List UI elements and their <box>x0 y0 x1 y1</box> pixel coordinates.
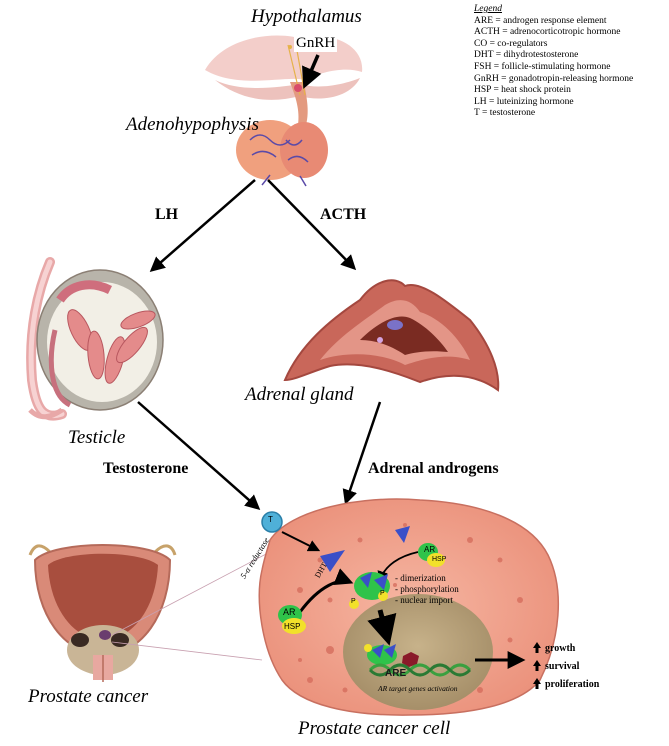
step-item: - nuclear import <box>395 595 453 605</box>
testosterone-arrow <box>137 401 261 510</box>
adrenal-gland-illustration <box>283 279 500 392</box>
lh-label: LH <box>155 206 179 223</box>
acth-label: ACTH <box>320 206 367 223</box>
zoom-line-top <box>111 552 269 636</box>
outcome-proliferation: proliferation <box>545 679 600 690</box>
step-item: - phosphorylation <box>395 584 459 594</box>
legend-item: HSP = heat shock protein <box>474 85 571 96</box>
step-item: - dimerization <box>395 573 446 583</box>
legend-item: FSH = follicle-stimulating hormone <box>474 61 611 72</box>
ar-label-1: AR <box>283 607 296 617</box>
prostate-cancer-cell-label: Prostate cancer cell <box>298 718 451 739</box>
are-label: ARE <box>385 668 407 679</box>
pituitary-illustration <box>205 35 363 187</box>
legend-title: Legend <box>474 4 502 14</box>
ar-label-2: AR <box>424 545 436 554</box>
prostate-cancer-label: Prostate cancer <box>28 686 149 707</box>
p-label-1: P <box>380 590 385 597</box>
testicle-illustration <box>26 257 164 421</box>
legend-item: T = testosterone <box>474 108 536 119</box>
legend-item: LH = luteinizing hormone <box>474 96 574 107</box>
cancer-cell <box>258 498 560 716</box>
t-label: T <box>268 515 273 524</box>
hsp-label-1: HSP <box>284 622 301 631</box>
lh-arrow <box>149 179 256 272</box>
testicle-label: Testicle <box>68 427 126 448</box>
adrenal-androgens-arrow <box>342 401 382 505</box>
testosterone-label: Testosterone <box>103 460 189 477</box>
gnrh-label: GnRH <box>294 35 338 52</box>
outcome-survival: survival <box>545 661 580 672</box>
adrenal-androgens-label: Adrenal androgens <box>368 460 499 477</box>
legend-item: ACTH = adrenocorticotropic hormone <box>474 27 621 38</box>
p-label-2: P <box>351 598 356 605</box>
legend-item: GnRH = gonadotropin-releasing hormone <box>474 73 634 84</box>
acth-arrow <box>267 179 357 271</box>
gnrh-arrow <box>302 54 322 89</box>
outcome-growth: growth <box>545 643 576 654</box>
hypothalamus-label: Hypothalamus <box>251 6 362 27</box>
activation-label: AR target genes activation <box>378 684 458 693</box>
legend-item: ARE = androgen response element <box>474 15 607 26</box>
hsp-label-2: HSP <box>432 556 447 563</box>
legend-item: DHT = dihydrotestosterone <box>474 50 579 61</box>
prostate-illustration <box>28 544 177 682</box>
legend-item: CO = co-regulators <box>474 38 548 49</box>
legend: Legend ARE = androgen response element A… <box>474 4 633 120</box>
adenohypophysis-label: Adenohypophysis <box>126 114 259 135</box>
adrenal-gland-label: Adrenal gland <box>245 384 354 405</box>
zoom-line-bottom <box>111 641 263 661</box>
outcomes-list: growth survival proliferation <box>545 640 599 694</box>
steps-list: - dimerization - phosphorylation - nucle… <box>395 573 459 606</box>
outcome-arrows <box>533 642 541 689</box>
